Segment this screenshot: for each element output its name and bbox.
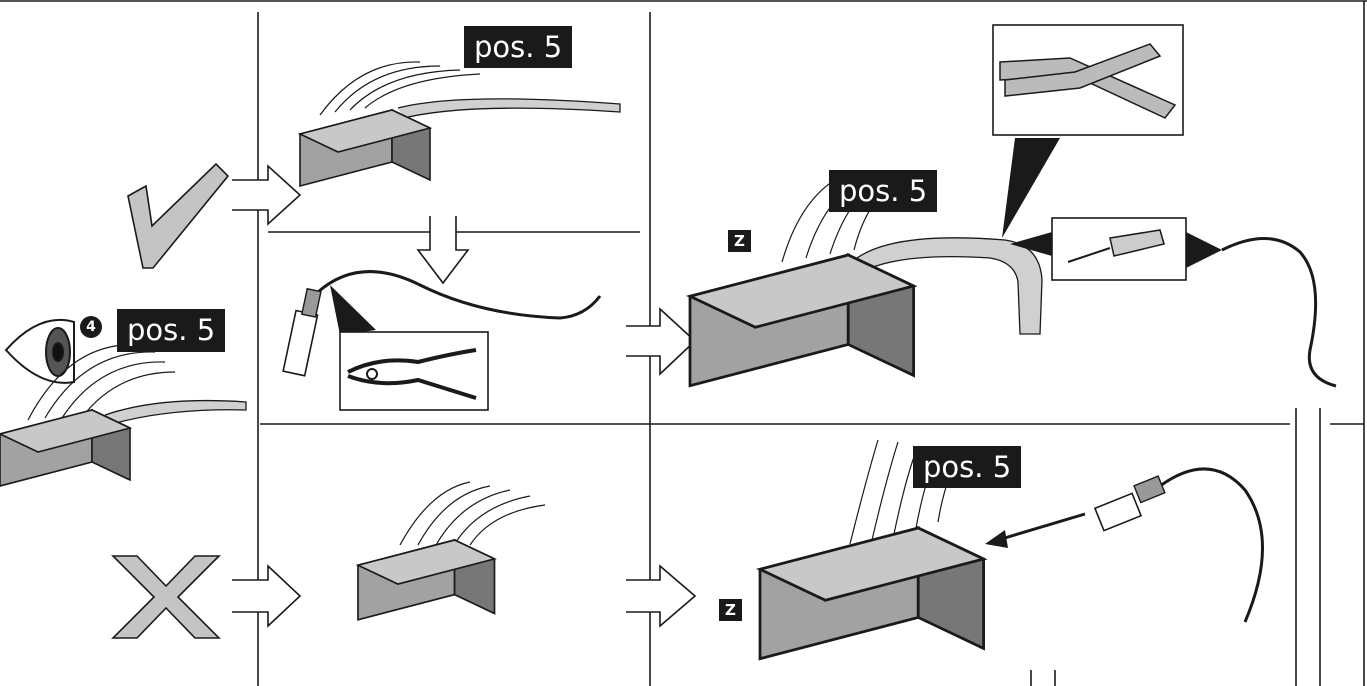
label-pos-5-right-bottom: pos. 5: [913, 446, 1022, 488]
eye-icon: [4, 318, 75, 384]
connector-bottom-right: [758, 439, 985, 661]
connector-top: [299, 61, 621, 187]
connector-left: [0, 344, 247, 487]
label-z-bottom: Z: [719, 599, 742, 621]
label-pos-5-top: pos. 5: [464, 26, 573, 68]
insert-arrow: [997, 512, 1086, 542]
terminal-wire: [985, 467, 1264, 623]
arrow-down-icon: [416, 216, 470, 285]
step-number-badge: 4: [80, 316, 102, 338]
wire-pos5-top: [397, 98, 621, 119]
screwdriver-icon: [1010, 217, 1222, 281]
wire-pos5-left: [104, 399, 247, 425]
arrow-right-icon: [232, 564, 302, 628]
arrow-right-icon: [626, 307, 697, 376]
arrow-right-icon: [626, 564, 697, 628]
cut-wire-terminal: [282, 270, 602, 377]
label-pos-5-right-top: pos. 5: [829, 170, 938, 212]
label-z-top: Z: [728, 230, 751, 252]
check-mark-icon: [127, 162, 230, 269]
stripped-wire: [1221, 237, 1337, 388]
connector-bottom: [357, 481, 546, 621]
side-cutter-pliers-icon: [339, 331, 489, 411]
arrow-right-icon: [232, 164, 302, 226]
x-mark-icon: [111, 555, 221, 639]
wire-stripper-pliers-icon: [992, 24, 1184, 238]
label-pos-5-left: pos. 5: [117, 309, 226, 352]
